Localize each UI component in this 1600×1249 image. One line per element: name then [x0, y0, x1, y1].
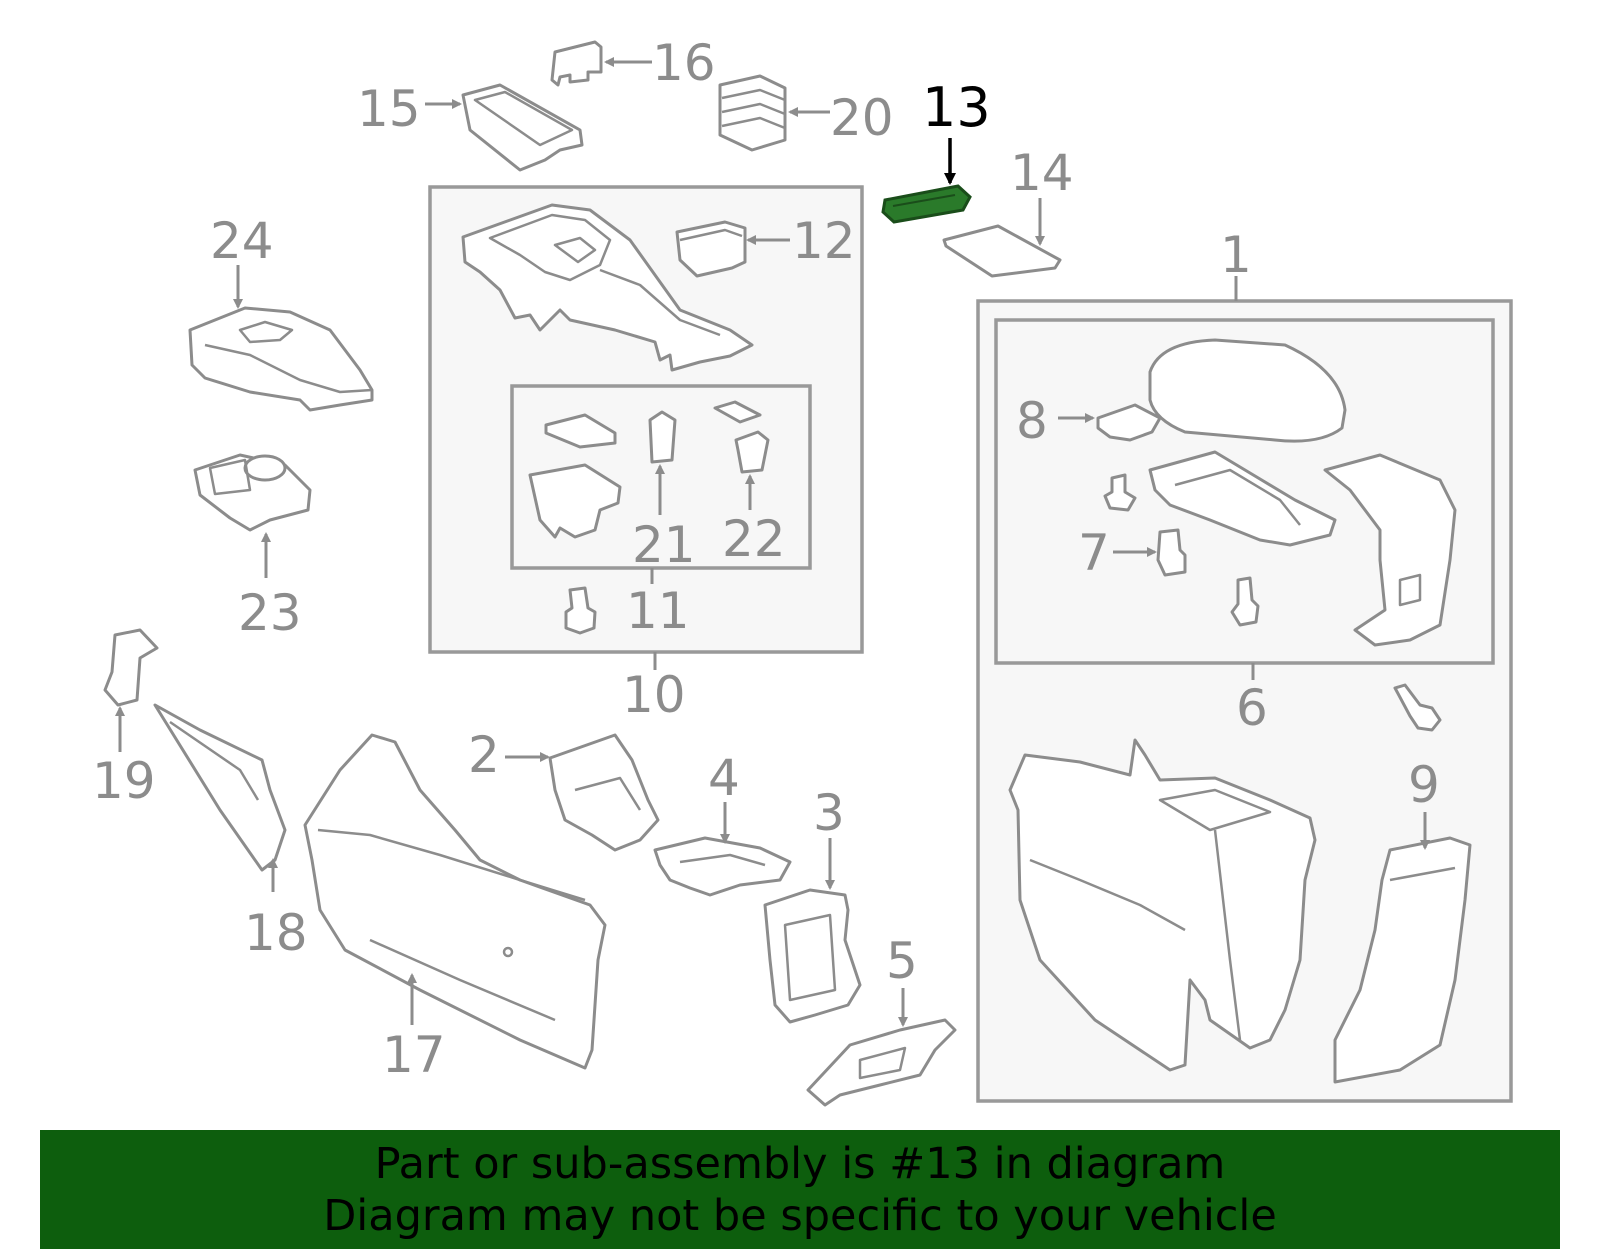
- callout-24[interactable]: 24: [210, 212, 274, 270]
- part-20-switch[interactable]: [718, 74, 787, 152]
- part-19-bracket[interactable]: [103, 628, 159, 707]
- callout-18[interactable]: 18: [244, 904, 308, 962]
- callout-9[interactable]: 9: [1408, 756, 1440, 814]
- callout-4[interactable]: 4: [708, 749, 740, 807]
- part-18-side-panel[interactable]: [153, 703, 287, 872]
- part-15-bezel[interactable]: [461, 83, 584, 172]
- part-2-bracket[interactable]: [548, 733, 660, 852]
- callout-6[interactable]: 6: [1236, 679, 1268, 737]
- part-17-side-trim[interactable]: [303, 733, 607, 1070]
- callout-7[interactable]: 7: [1078, 524, 1110, 582]
- part-9-rear-panel[interactable]: [1333, 836, 1472, 1084]
- part-3-bracket[interactable]: [763, 888, 862, 1024]
- callout-2[interactable]: 2: [468, 726, 500, 784]
- callout-23[interactable]: 23: [238, 584, 302, 642]
- callout-17[interactable]: 17: [382, 1026, 446, 1084]
- part-13-highlighted[interactable]: [881, 184, 972, 224]
- callout-22[interactable]: 22: [722, 510, 786, 568]
- callout-12[interactable]: 12: [792, 212, 856, 270]
- part-24-console-cover[interactable]: [188, 306, 374, 412]
- part-1-console-box[interactable]: [1008, 738, 1317, 1072]
- callout-1[interactable]: 1: [1220, 226, 1252, 284]
- callout-20[interactable]: 20: [830, 89, 894, 147]
- part-23-controller[interactable]: [193, 453, 312, 532]
- callout-11[interactable]: 11: [626, 582, 690, 640]
- callout-15[interactable]: 15: [357, 80, 421, 138]
- banner-line-2: Diagram may not be specific to your vehi…: [323, 1190, 1277, 1241]
- callout-13-highlighted[interactable]: 13: [922, 76, 991, 139]
- callout-5[interactable]: 5: [886, 932, 918, 990]
- callout-3[interactable]: 3: [813, 784, 845, 842]
- part-16-cap[interactable]: [550, 40, 603, 87]
- part-6-armrest-parts[interactable]: [1096, 338, 1457, 647]
- callout-8[interactable]: 8: [1016, 392, 1048, 450]
- callout-19[interactable]: 19: [92, 752, 156, 810]
- part-10-shift-panel[interactable]: [461, 203, 754, 372]
- callout-21[interactable]: 21: [632, 516, 696, 574]
- callout-10[interactable]: 10: [622, 666, 686, 724]
- part-4-bracket[interactable]: [653, 836, 792, 897]
- callout-14[interactable]: 14: [1010, 144, 1074, 202]
- part-5-bracket[interactable]: [806, 1018, 957, 1107]
- part-bolt[interactable]: [1393, 683, 1442, 732]
- part-12-pocket[interactable]: [675, 220, 747, 278]
- part-14-pad[interactable]: [942, 224, 1062, 278]
- callout-16[interactable]: 16: [652, 34, 716, 92]
- part-11-parts[interactable]: [528, 400, 770, 635]
- banner-line-1: Part or sub-assembly is #13 in diagram: [374, 1138, 1226, 1189]
- info-banner: Part or sub-assembly is #13 in diagram D…: [40, 1130, 1560, 1249]
